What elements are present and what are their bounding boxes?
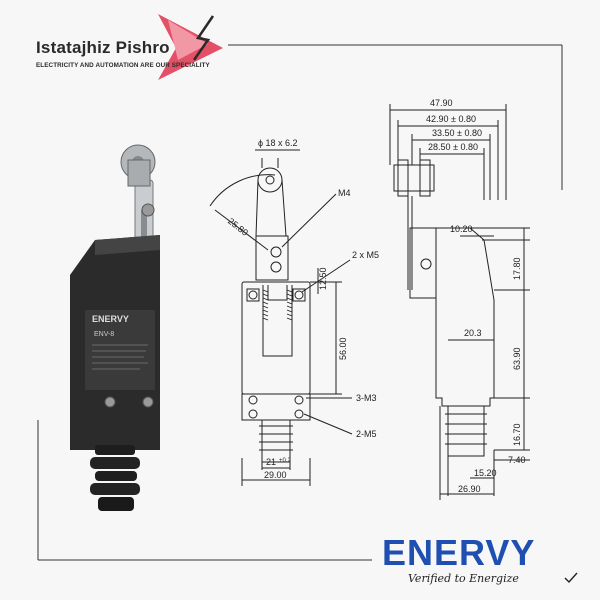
dim-56-label: 56.00	[338, 337, 348, 360]
checkmark-icon	[564, 572, 578, 584]
dim-26-90-label: 26.90	[458, 484, 481, 494]
dim-15-20-label: 15.20	[474, 468, 497, 478]
dim-10-20-label: 10.20	[450, 224, 473, 234]
dim-7-40-label: 7.40	[508, 455, 526, 465]
dim-42-90-label: 42.90 ± 0.80	[426, 114, 476, 124]
dim-63-90-label: 63.90	[512, 347, 522, 370]
bolt-icon	[192, 15, 215, 61]
company-logo: Istatajhiz Pishro ELECTRICITY AND AUTOMA…	[8, 10, 248, 80]
dim-28-50-label: 28.50 ± 0.80	[428, 142, 478, 152]
dim-33-50-label: 33.50 ± 0.80	[432, 128, 482, 138]
dim-16-70-label: 16.70	[512, 423, 522, 446]
dim-17-80-label: 17.80	[512, 257, 522, 280]
brand-name: ENERVY	[382, 532, 536, 573]
label-2m5: 2-M5	[356, 429, 377, 439]
dim-21-tolerance: +0.2	[279, 458, 292, 464]
logo-mark	[158, 14, 223, 80]
dim-12-50-label: 12.50	[318, 267, 328, 290]
screws-2xm5-label: 2 x M5	[352, 250, 379, 260]
dim-29-label: 29.00	[264, 470, 287, 480]
m4-label: M4	[338, 188, 351, 198]
label-3m3: 3-M3	[356, 393, 377, 403]
brand-tagline: Verified to Energize	[408, 572, 519, 585]
company-subtitle: ELECTRICITY AND AUTOMATION ARE OUR SPECI…	[36, 62, 210, 69]
roller-dim-label: ϕ 18 x 6.2	[258, 138, 298, 148]
product-photo: ENERVY ENV-8	[70, 144, 160, 511]
body-model-text: ENV-8	[94, 331, 114, 338]
company-title: Istatajhiz Pishro	[36, 38, 170, 57]
dim-21-label: 21	[266, 457, 276, 467]
body-brand-text: ENERVY	[92, 314, 129, 324]
dim-20-3-label: 20.3	[464, 328, 482, 338]
cable-gland	[90, 445, 140, 511]
dim-47-90-label: 47.90	[430, 98, 453, 108]
brand-logo: ENERVY Verified to Energize	[382, 532, 582, 592]
